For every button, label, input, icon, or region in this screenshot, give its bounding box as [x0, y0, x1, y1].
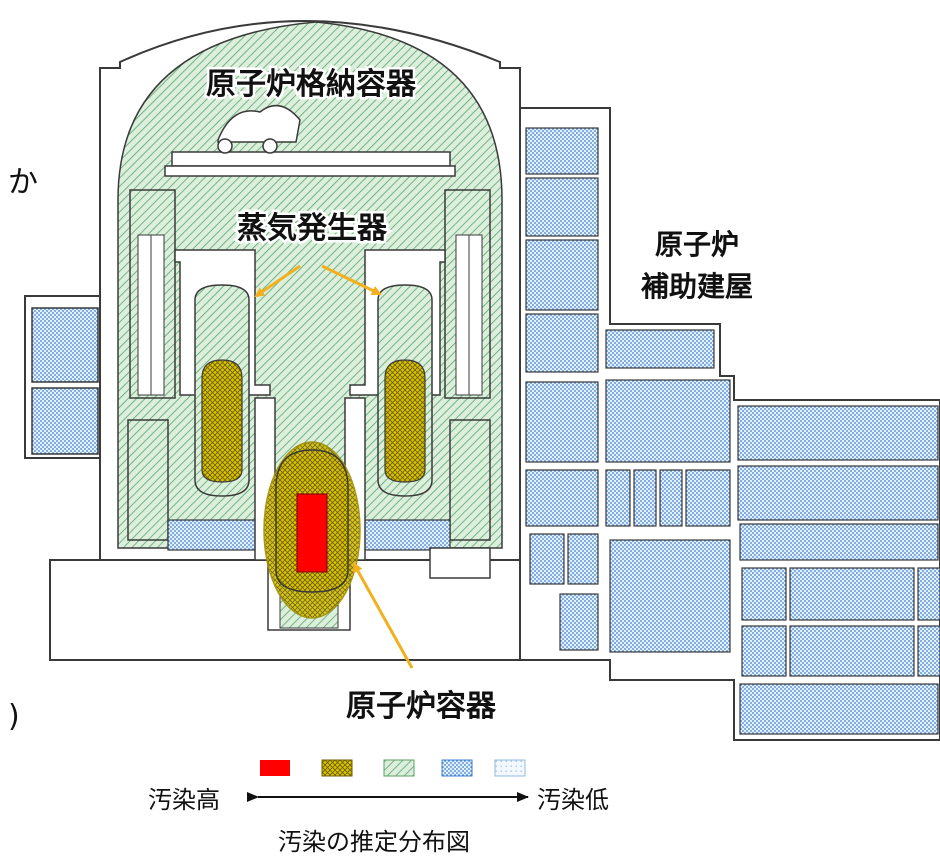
steam-generator-right	[377, 284, 433, 497]
legend-swatch-3	[383, 759, 415, 777]
reactor-vessel	[263, 441, 361, 619]
reactor-core	[296, 493, 328, 573]
arrow-to-right-sg	[321, 264, 382, 296]
legend-caption: 汚染の推定分布図	[278, 828, 470, 856]
containment-vessel-label: 原子炉格納容器	[206, 67, 417, 102]
legend-swatch-5	[494, 759, 526, 777]
polar-crane	[164, 104, 456, 177]
reactor-vessel-label: 原子炉容器	[346, 689, 497, 724]
left-annex-building	[24, 295, 101, 459]
steam-generator-label: 蒸気発生器	[237, 211, 388, 246]
legend-high-label: 汚染高	[148, 786, 220, 814]
legend-low-label: 汚染低	[537, 786, 609, 814]
contamination-legend: 汚染高 汚染低 汚染の推定分布図	[148, 759, 609, 856]
left-fragment-top: か	[8, 165, 38, 200]
pointer-arrows	[254, 264, 414, 669]
arrow-to-reactor-vessel	[352, 562, 414, 669]
aux-building-label-line2: 補助建屋	[640, 270, 753, 303]
aux-building-label-line1: 原子炉	[655, 228, 739, 261]
auxiliary-building	[519, 107, 940, 741]
legend-swatch-2	[321, 759, 353, 777]
legend-swatch-4	[441, 759, 473, 777]
arrow-to-left-sg	[254, 264, 301, 298]
legend-swatch-1	[260, 760, 290, 776]
steam-generator-left	[194, 284, 250, 497]
left-fragment-bottom: )	[8, 699, 20, 734]
